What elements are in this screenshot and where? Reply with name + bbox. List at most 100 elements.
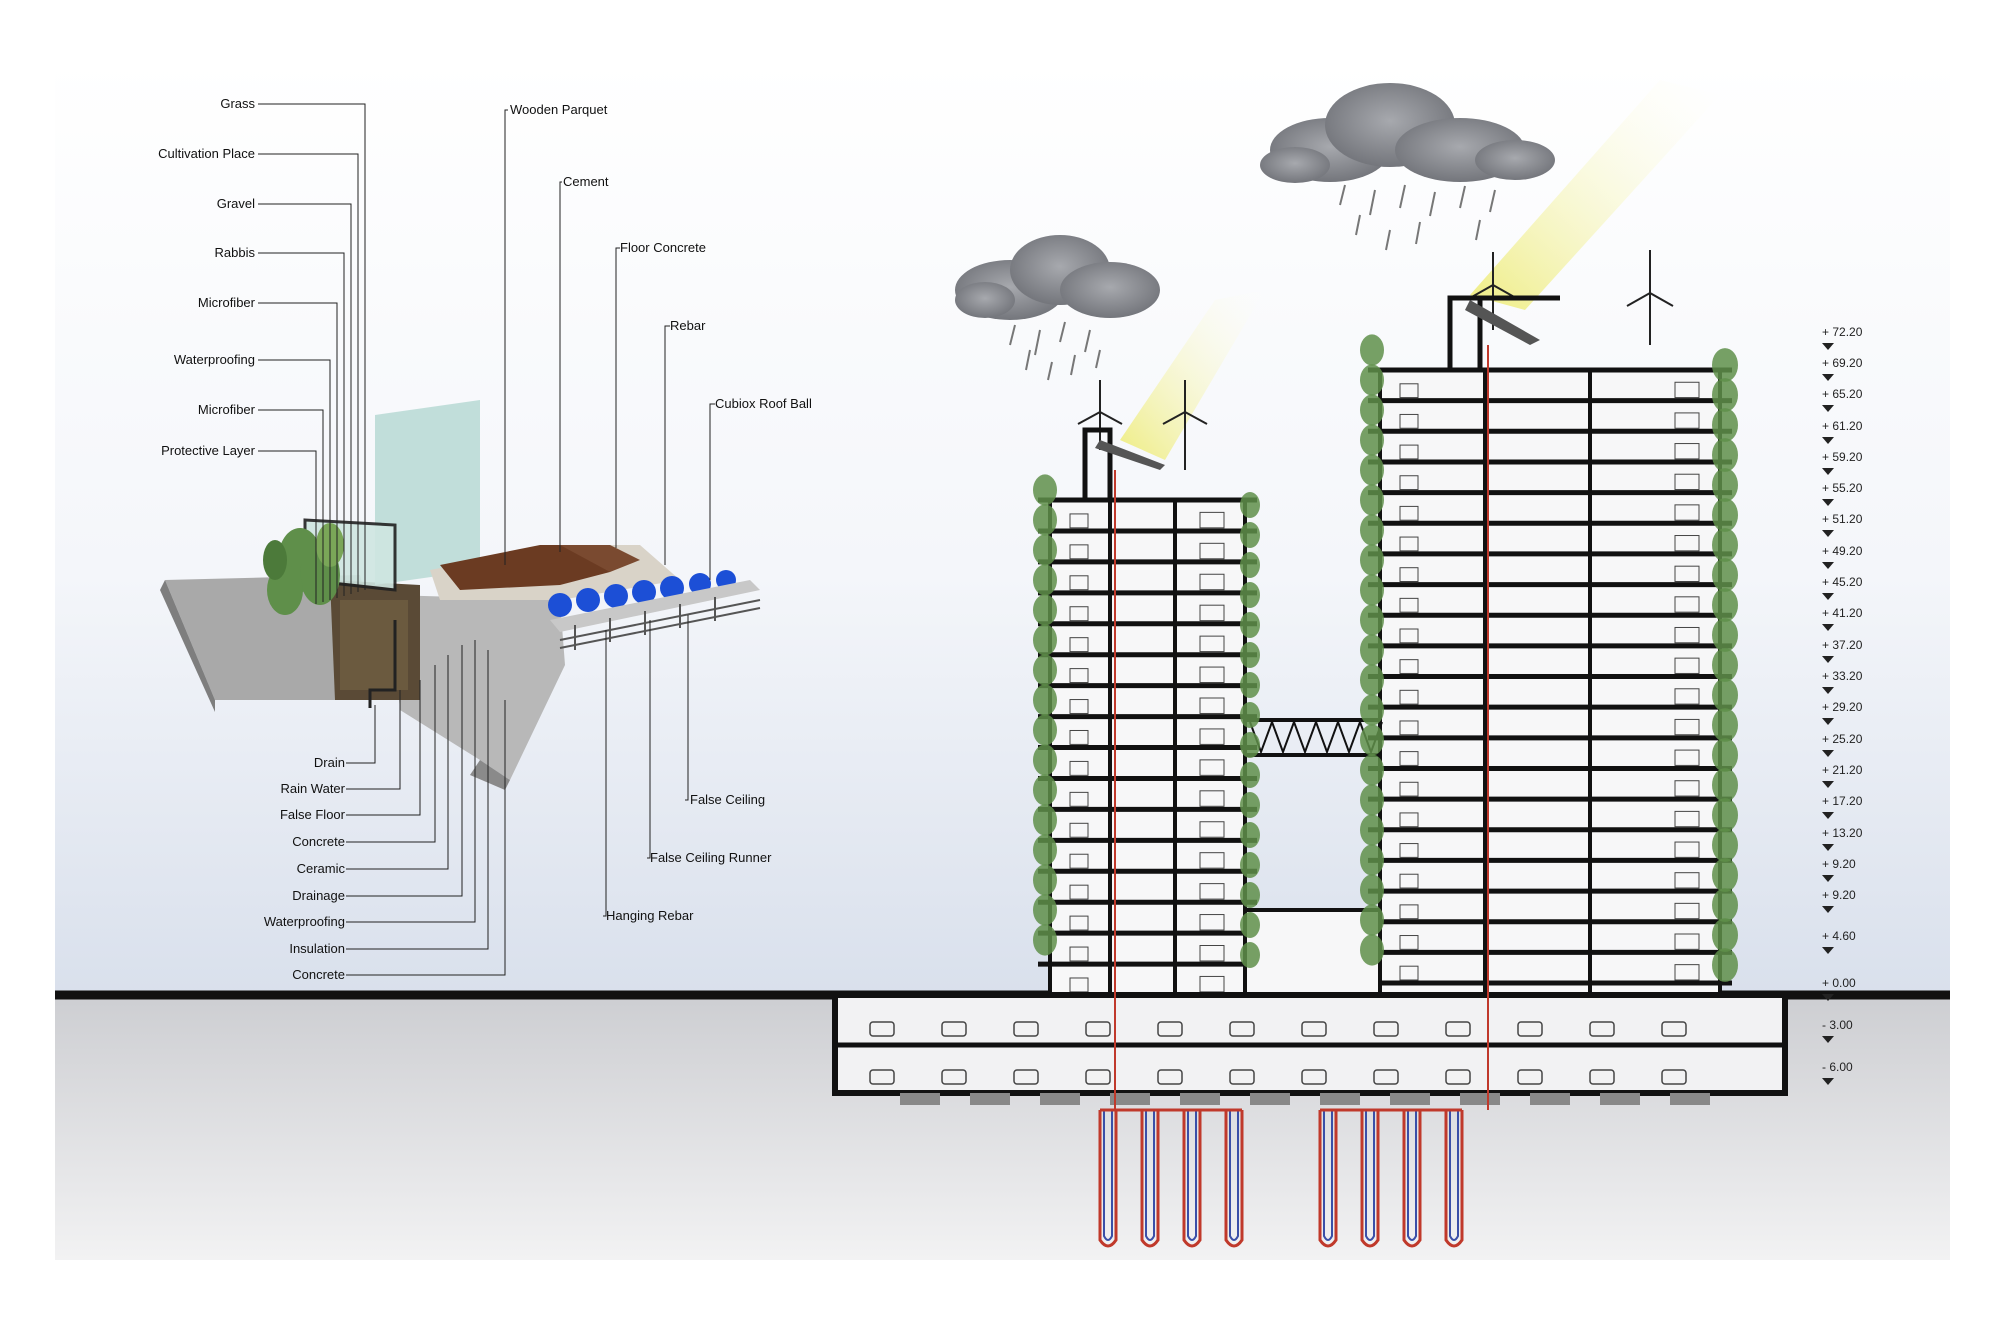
- foundation-footing: [1600, 1093, 1640, 1105]
- foundation-footing: [1320, 1093, 1360, 1105]
- facade-plant: [1712, 438, 1738, 472]
- detail-label-grass: Grass: [220, 96, 255, 111]
- left-tower-furniture: [1199, 635, 1225, 653]
- facade-plant: [1360, 844, 1384, 876]
- right-tower-furniture: [1399, 628, 1419, 644]
- elevation-marker-triangle: [1822, 562, 1834, 569]
- left-tower-furniture: [1069, 946, 1089, 962]
- elevation-label: + 4.60: [1822, 929, 1856, 943]
- detail-label-false-ceiling-runner: False Ceiling Runner: [650, 850, 772, 865]
- facade-plant: [1033, 894, 1057, 926]
- right-tower-furniture: [1399, 505, 1419, 521]
- parked-car: [1517, 1069, 1543, 1085]
- detail-false-ceiling-runners: [559, 597, 761, 650]
- facade-plant: [1360, 394, 1384, 426]
- parked-car: [1301, 1069, 1327, 1085]
- elevation-marker-triangle: [1822, 906, 1834, 913]
- geothermal-pipes: [1098, 345, 1489, 1248]
- elevation-label: + 0.00: [1822, 976, 1856, 990]
- parked-car: [1085, 1021, 1111, 1037]
- elevation-marker-triangle: [1822, 468, 1834, 475]
- elevation-marker-triangle: [1822, 812, 1834, 819]
- right-tower-furniture: [1674, 718, 1700, 736]
- facade-plant: [1033, 654, 1057, 686]
- elevation-label: + 55.20: [1822, 481, 1863, 495]
- facade-plant: [1360, 424, 1384, 456]
- geothermal-loop: [1407, 1110, 1417, 1241]
- podium: [1243, 908, 1382, 997]
- facade-plant: [1360, 724, 1384, 756]
- detail-label-insulation: Insulation: [289, 941, 345, 956]
- right-tower-furniture: [1399, 781, 1419, 797]
- detail-label-rain-water: Rain Water: [280, 781, 345, 796]
- facade-plant: [1360, 604, 1384, 636]
- parked-car: [941, 1069, 967, 1085]
- facade-plant: [1033, 624, 1057, 656]
- left-tower-furniture: [1199, 759, 1225, 776]
- facade-plant: [1240, 912, 1260, 938]
- left-tower-furniture: [1069, 760, 1089, 776]
- right-tower-furniture: [1399, 475, 1419, 491]
- right-tower-furniture: [1674, 565, 1700, 582]
- detail-label-ceramic: Ceramic: [296, 861, 345, 876]
- facade-plant: [1712, 768, 1738, 802]
- left-tower-furniture: [1069, 822, 1089, 838]
- left-tower-furniture: [1199, 852, 1225, 869]
- parked-car: [1013, 1069, 1039, 1085]
- sky-bridge-truss: [1315, 721, 1339, 755]
- facade-plant: [1360, 454, 1384, 486]
- facade-plant: [1712, 648, 1738, 682]
- elevation-label: + 37.20: [1822, 638, 1863, 652]
- left-tower-furniture: [1199, 511, 1225, 529]
- elevation-label: + 9.20: [1822, 888, 1856, 902]
- parked-car: [1013, 1021, 1039, 1037]
- elevation-label: + 29.20: [1822, 700, 1863, 714]
- left-tower-furniture: [1069, 637, 1089, 653]
- detail-label-cement: Cement: [563, 174, 609, 189]
- cloud-right: [1260, 83, 1555, 183]
- right-tower-furniture: [1399, 935, 1419, 950]
- geothermal-loop: [1318, 1110, 1338, 1248]
- left-tower-roof-cap: [1082, 427, 1113, 503]
- geothermal-loop: [1140, 1110, 1160, 1248]
- right-tower-furniture: [1674, 381, 1700, 399]
- right-tower-furniture: [1399, 751, 1419, 766]
- right-tower-furniture: [1674, 443, 1700, 460]
- detail-leaders-top: [504, 109, 715, 580]
- elevation-label: - 6.00: [1822, 1060, 1853, 1074]
- detail-leaders-bottom-right: [603, 615, 689, 917]
- left-tower-furniture: [1069, 729, 1089, 745]
- parked-car: [1373, 1069, 1399, 1085]
- parked-car: [1517, 1021, 1543, 1037]
- right-tower-furniture: [1674, 902, 1700, 920]
- elevation-label: + 17.20: [1822, 794, 1863, 808]
- facade-plant: [1240, 552, 1260, 578]
- foundation-footing: [1110, 1093, 1150, 1105]
- elevation-marker-triangle: [1822, 994, 1834, 1001]
- left-tower-solar-panel: [1095, 440, 1165, 470]
- geothermal-loop: [1360, 1110, 1380, 1248]
- facade-plant: [1240, 492, 1260, 518]
- facade-plant: [1033, 564, 1057, 596]
- geothermal-loop: [1224, 1110, 1244, 1248]
- facade-plant: [1712, 348, 1738, 382]
- facade-plant: [1712, 498, 1738, 532]
- detail-label-rebar: Rebar: [670, 318, 706, 333]
- left-tower-furniture: [1069, 699, 1089, 714]
- left-tower-furniture: [1069, 915, 1089, 931]
- facade-plant: [1033, 864, 1057, 896]
- elevation-label: + 33.20: [1822, 669, 1863, 683]
- left-tower-furniture: [1199, 666, 1225, 684]
- facade-plant: [1033, 714, 1057, 746]
- facade-plant: [1033, 804, 1057, 836]
- facade-plant: [1240, 762, 1260, 788]
- foundation-footing: [900, 1093, 940, 1105]
- parked-car: [1589, 1069, 1615, 1085]
- facade-plant: [1360, 334, 1384, 366]
- foundation-footing: [1390, 1093, 1430, 1105]
- left-tower-furniture: [1199, 790, 1225, 807]
- parked-car: [869, 1069, 895, 1085]
- facade-plant: [1712, 678, 1738, 712]
- right-tower-furniture: [1399, 689, 1419, 705]
- elevation-marker-triangle: [1822, 343, 1834, 350]
